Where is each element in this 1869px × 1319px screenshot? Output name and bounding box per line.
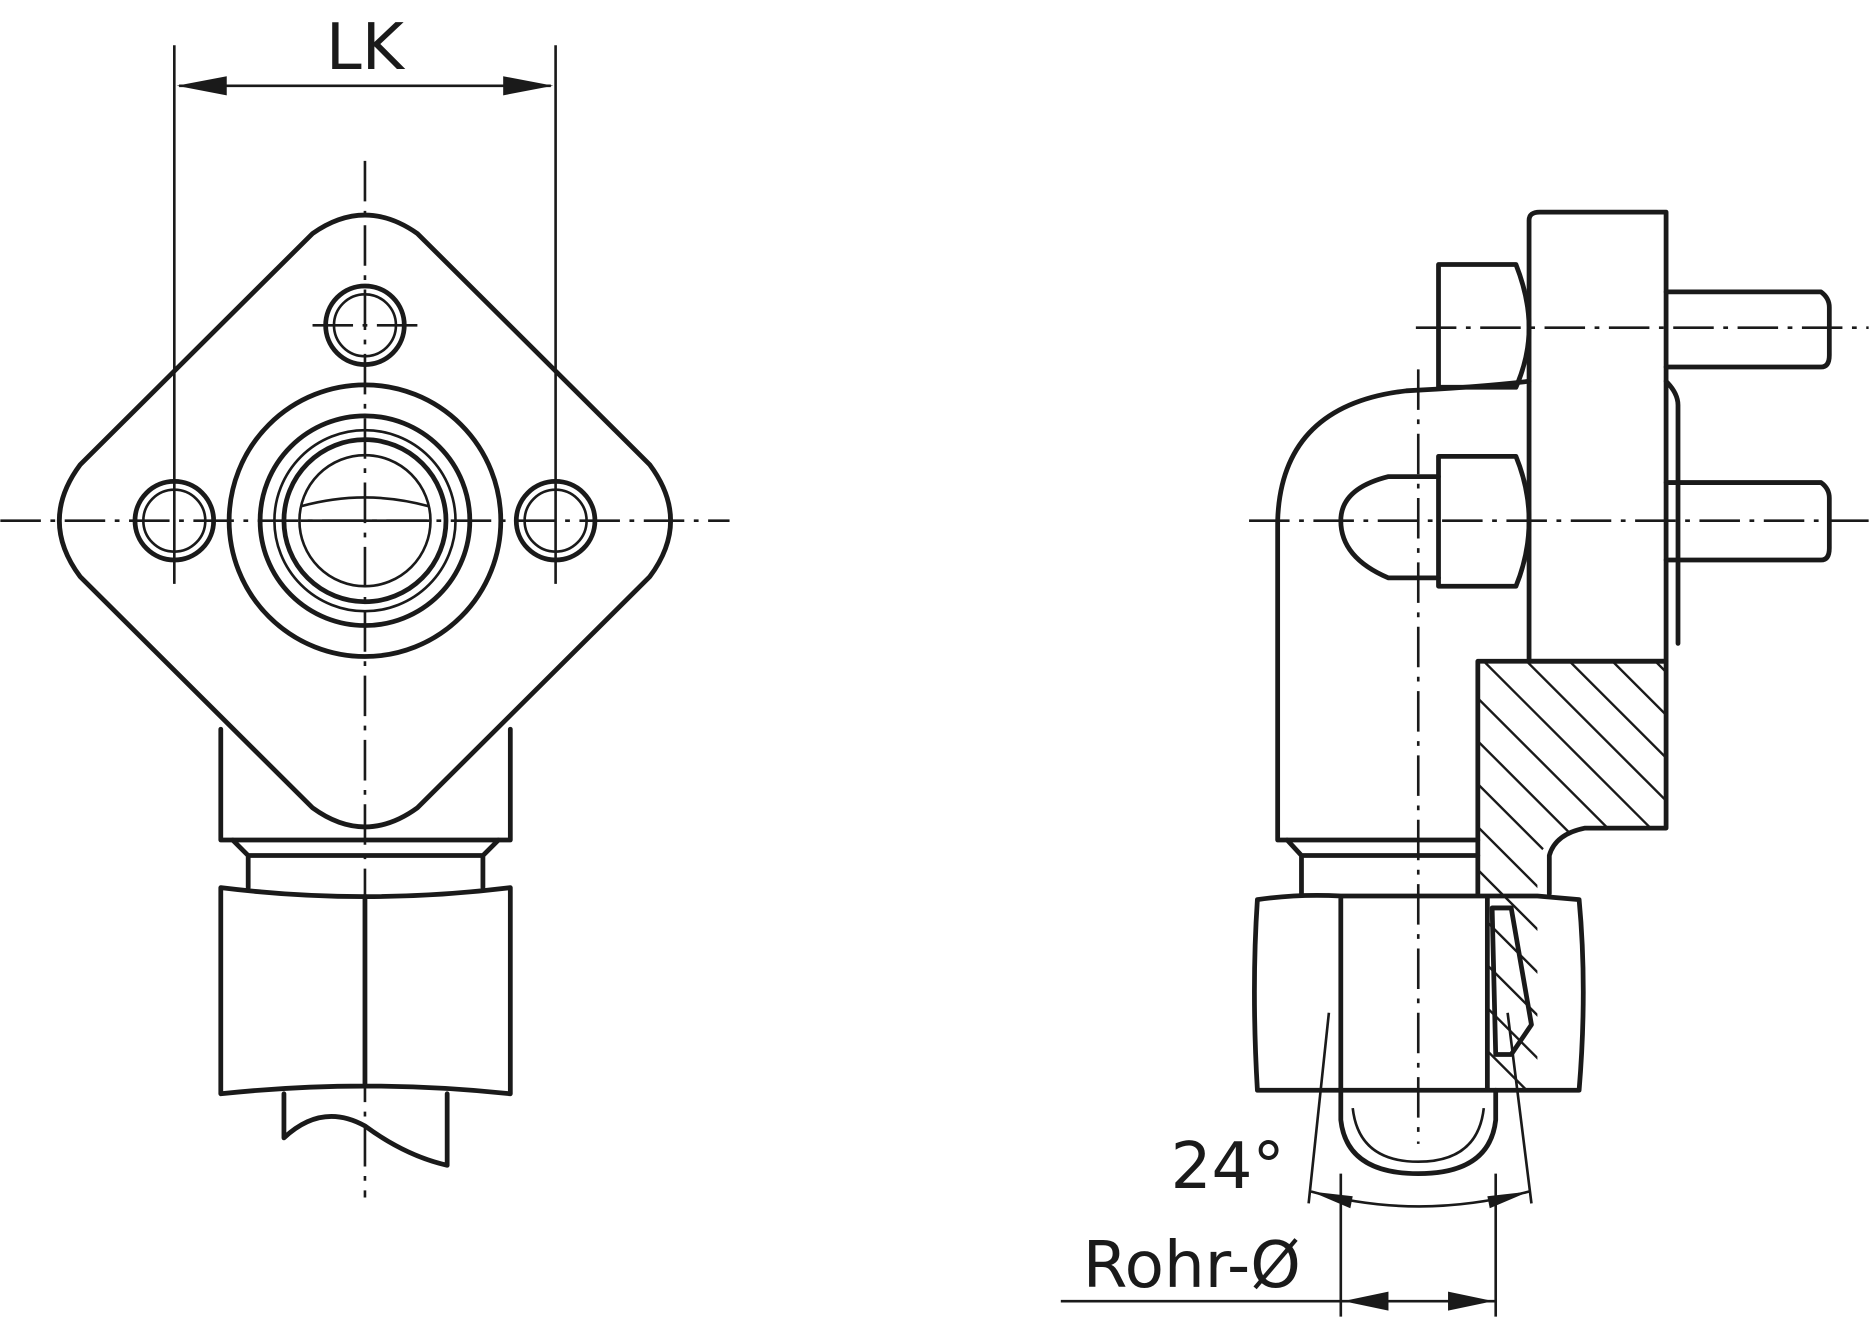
hatch-line xyxy=(1562,661,1667,762)
bolt-head-top xyxy=(1436,262,1532,390)
elbow-bore xyxy=(1338,474,1441,581)
side-view: 24° Rohr-Ø xyxy=(1060,209,1869,1317)
bolt-bottom xyxy=(1663,480,1832,563)
hatch-line xyxy=(1477,661,1667,933)
hatch-line xyxy=(1477,661,1667,847)
hatch-line xyxy=(1477,661,1491,1091)
side-nut xyxy=(1252,892,1586,1093)
nut xyxy=(218,885,513,1097)
hatching xyxy=(1477,661,1667,1091)
hatch-line xyxy=(1477,661,1667,976)
hatch-line xyxy=(1605,661,1667,719)
angle-label: 24° xyxy=(1171,1129,1285,1204)
pipe-arrowheads xyxy=(1343,1291,1494,1311)
pipe-end-inner xyxy=(1351,1107,1486,1164)
hatch-line xyxy=(1477,661,1534,1091)
cutting-ring xyxy=(1489,905,1534,1057)
hatch-line xyxy=(1648,661,1667,676)
hatch-line xyxy=(1477,661,1663,1091)
pipe-end xyxy=(1338,1087,1499,1177)
hatch-line xyxy=(1477,661,1620,1091)
hatch-line xyxy=(1519,661,1667,804)
elbow-body xyxy=(1275,378,1532,843)
bolt-top xyxy=(1663,289,1832,370)
angle-leg-right xyxy=(1506,1012,1533,1204)
flange-outline xyxy=(56,212,673,830)
front-view: LK xyxy=(0,10,730,1198)
flange-plate xyxy=(1526,209,1669,664)
side-neck xyxy=(1284,837,1481,897)
section-outline xyxy=(1475,658,1669,897)
angle-leg-left xyxy=(1307,1012,1331,1204)
hatch-line xyxy=(1477,661,1577,1091)
lk-label: LK xyxy=(326,10,406,85)
flange-boss xyxy=(1663,378,1681,646)
pipe-diameter-label: Rohr-Ø xyxy=(1083,1228,1301,1303)
